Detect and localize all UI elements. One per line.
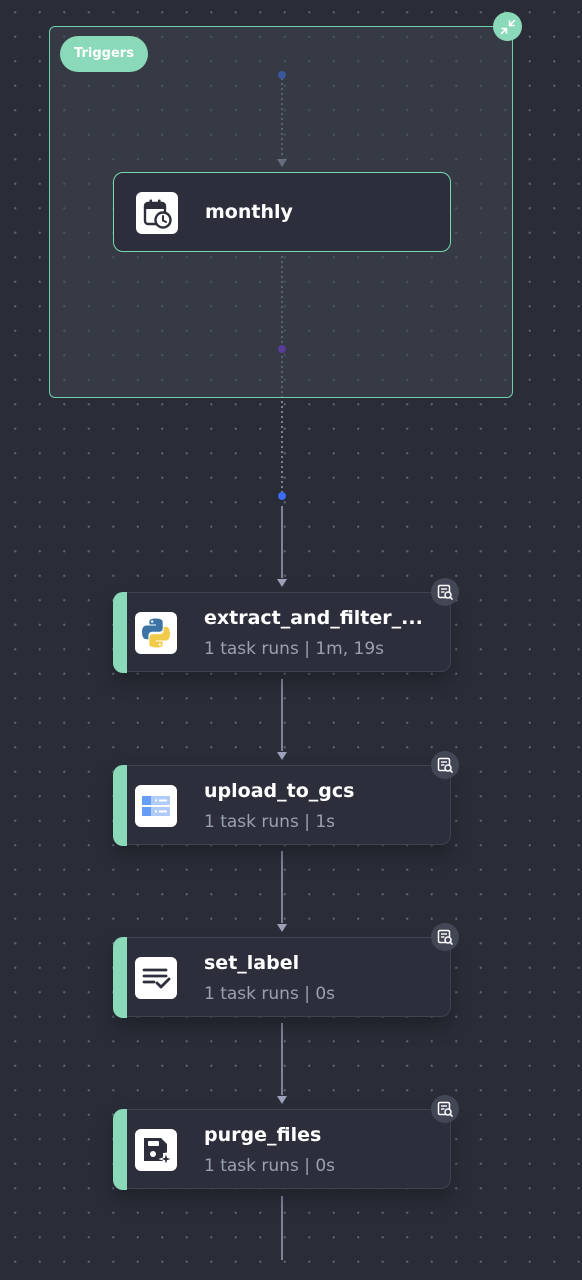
task-status-accent	[113, 591, 127, 673]
task-node-extract[interactable]: extract_and_filter_... 1 task runs | 1m,…	[113, 578, 459, 673]
task-icon-tile	[135, 957, 177, 999]
task-icon-tile	[135, 1129, 177, 1171]
task-status-accent	[113, 764, 127, 846]
task-logs-button[interactable]	[431, 578, 459, 606]
task-status-accent	[113, 936, 127, 1018]
task-icon-tile	[135, 785, 177, 827]
logs-search-icon	[437, 584, 453, 600]
collapse-arrows-icon	[500, 19, 515, 34]
python-logo-icon	[142, 618, 170, 648]
task-subtitle: 1 task runs | 0s	[204, 1156, 336, 1176]
task-icon-tile	[135, 612, 177, 654]
edge-handle-dot	[278, 492, 286, 500]
save-sparkle-icon	[144, 1138, 173, 1167]
task-subtitle: 1 task runs | 1m, 19s	[204, 639, 385, 659]
list-check-icon	[142, 968, 171, 989]
logs-search-icon	[437, 757, 453, 773]
gcs-storage-icon	[142, 796, 170, 816]
task-title: extract_and_filter_...	[204, 607, 423, 629]
logs-search-icon	[437, 929, 453, 945]
task-logs-button[interactable]	[431, 1095, 459, 1123]
trigger-node-monthly[interactable]: monthly	[113, 172, 451, 252]
collapse-button[interactable]	[493, 12, 522, 41]
task-subtitle: 1 task runs | 1s	[204, 812, 336, 832]
task-node-set-label[interactable]: set_label 1 task runs | 0s	[113, 923, 459, 1018]
task-node-purge[interactable]: purge_files 1 task runs | 0s	[113, 1095, 459, 1190]
trigger-icon-tile	[136, 192, 178, 234]
task-node-upload[interactable]: upload_to_gcs 1 task runs | 1s	[113, 751, 459, 846]
edge-arrow	[277, 579, 287, 587]
trigger-title: monthly	[205, 201, 293, 223]
edge-arrow	[277, 752, 287, 760]
calendar-clock-icon	[143, 199, 172, 229]
task-logs-button[interactable]	[431, 751, 459, 779]
task-logs-button[interactable]	[431, 923, 459, 951]
task-title: upload_to_gcs	[204, 780, 355, 802]
task-subtitle: 1 task runs | 0s	[204, 984, 336, 1004]
edge-arrow	[277, 924, 287, 932]
edge-arrow	[277, 1096, 287, 1104]
logs-search-icon	[437, 1101, 453, 1117]
task-title: purge_files	[204, 1124, 322, 1146]
triggers-badge: Triggers	[60, 36, 148, 72]
task-status-accent	[113, 1108, 127, 1190]
task-title: set_label	[204, 952, 300, 974]
